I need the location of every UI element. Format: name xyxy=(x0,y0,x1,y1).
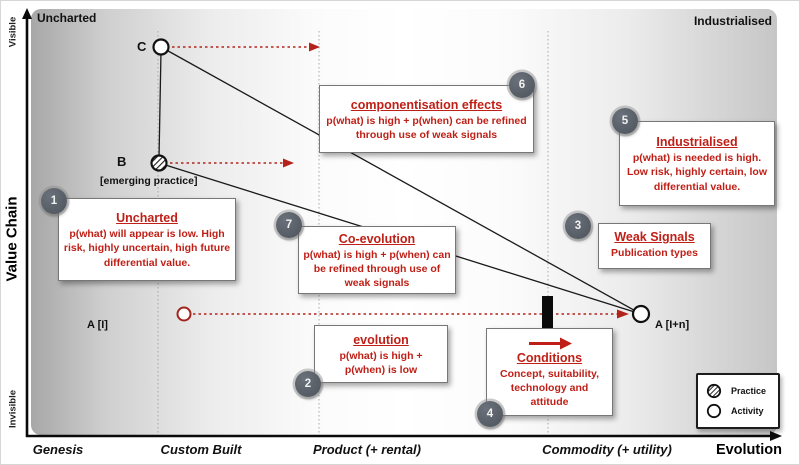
stage-label-commodity: Commodity (+ utility) xyxy=(542,442,672,457)
point-b-label: B xyxy=(117,154,127,169)
badge-3: 3 xyxy=(565,213,591,239)
legend-label-practice: Practice xyxy=(731,385,767,396)
point-b[interactable] xyxy=(150,154,168,172)
practice-hatched-circle-icon xyxy=(706,383,722,398)
badge-7: 7 xyxy=(276,212,302,238)
point-c[interactable] xyxy=(152,38,170,56)
point-a-end[interactable] xyxy=(631,304,651,324)
inertia-barrier-bar xyxy=(542,296,553,333)
annotation-box-industrialised: Industrialised p(what) is needed is high… xyxy=(619,121,775,206)
badge-6: 6 xyxy=(509,72,535,98)
badge-2: 2 xyxy=(295,371,321,397)
annotation-title: Co-evolution xyxy=(338,231,416,246)
badge-4: 4 xyxy=(477,401,503,427)
conditions-red-arrow-icon xyxy=(528,337,572,350)
industrialised-region-label: Industrialised xyxy=(693,14,772,28)
uncharted-region-label: Uncharted xyxy=(37,11,97,25)
annotation-title: evolution xyxy=(353,332,409,347)
legend-item-activity: Activity xyxy=(706,403,770,419)
point-c-label: C xyxy=(137,39,147,54)
legend-item-practice: Practice xyxy=(706,383,770,399)
x-axis-title: Evolution xyxy=(715,442,782,458)
annotation-title: Industrialised xyxy=(656,135,738,150)
annotation-title: Conditions xyxy=(516,350,583,365)
annotation-body: p(what) is high + p(when) can be refined… xyxy=(326,114,527,141)
annotation-body: p(what) will appear is low. High risk, h… xyxy=(63,228,231,269)
link-c-to-a-end xyxy=(160,46,642,315)
legend: Practice Activity xyxy=(696,373,780,429)
annotation-box-componentisation: componentisation effects p(what) is high… xyxy=(319,85,534,153)
point-b-sublabel: [emerging practice] xyxy=(100,175,198,187)
stage-label-custom-built: Custom Built xyxy=(160,442,242,457)
annotation-body: p(what) is high + p(when) can be refined… xyxy=(303,248,451,290)
annotation-box-co-evolution: Co-evolution p(what) is high + p(when) c… xyxy=(298,226,456,294)
annotation-box-evolution: evolution p(what) is high + p(when) is l… xyxy=(314,325,448,383)
movement-arrow-a-head-icon xyxy=(617,309,629,319)
annotation-title: Weak Signals xyxy=(614,230,695,245)
activity-open-circle-icon xyxy=(706,404,722,419)
stage-label-product: Product (+ rental) xyxy=(313,442,421,457)
annotation-title: componentisation effects xyxy=(350,97,503,112)
annotation-title: Uncharted xyxy=(116,211,178,226)
x-axis-arrow-icon xyxy=(770,431,782,441)
point-a-end-label: A [I+n] xyxy=(655,319,690,331)
badge-1: 1 xyxy=(41,188,67,214)
annotation-body: p(what) is high + p(when) is low xyxy=(339,349,423,376)
annotation-box-uncharted: Uncharted p(what) will appear is low. Hi… xyxy=(58,198,236,281)
annotation-box-conditions: Conditions Concept, suitability, technol… xyxy=(486,328,613,416)
stage-label-genesis: Genesis xyxy=(32,442,84,457)
badge-5: 5 xyxy=(612,108,638,134)
y-axis-visible-label: Visible xyxy=(7,16,19,48)
movement-arrow-b-head-icon xyxy=(283,158,294,168)
annotation-box-weak-signals: Weak Signals Publication types xyxy=(598,223,711,269)
link-c-to-b xyxy=(158,50,162,160)
legend-label-activity: Activity xyxy=(731,406,764,417)
y-axis-title: Value Chain xyxy=(3,196,21,282)
point-a-start[interactable] xyxy=(176,306,192,322)
y-axis-arrow-icon xyxy=(22,8,32,19)
point-a-start-label: A [I] xyxy=(87,319,108,331)
annotation-body: p(what) is needed is high. Low risk, hig… xyxy=(626,152,768,193)
annotation-body: Concept, suitability, technology and att… xyxy=(500,367,599,409)
movement-arrow-c-head-icon xyxy=(309,42,320,52)
y-axis-invisible-label: Invisible xyxy=(7,389,19,429)
annotation-body: Publication types xyxy=(611,247,698,260)
